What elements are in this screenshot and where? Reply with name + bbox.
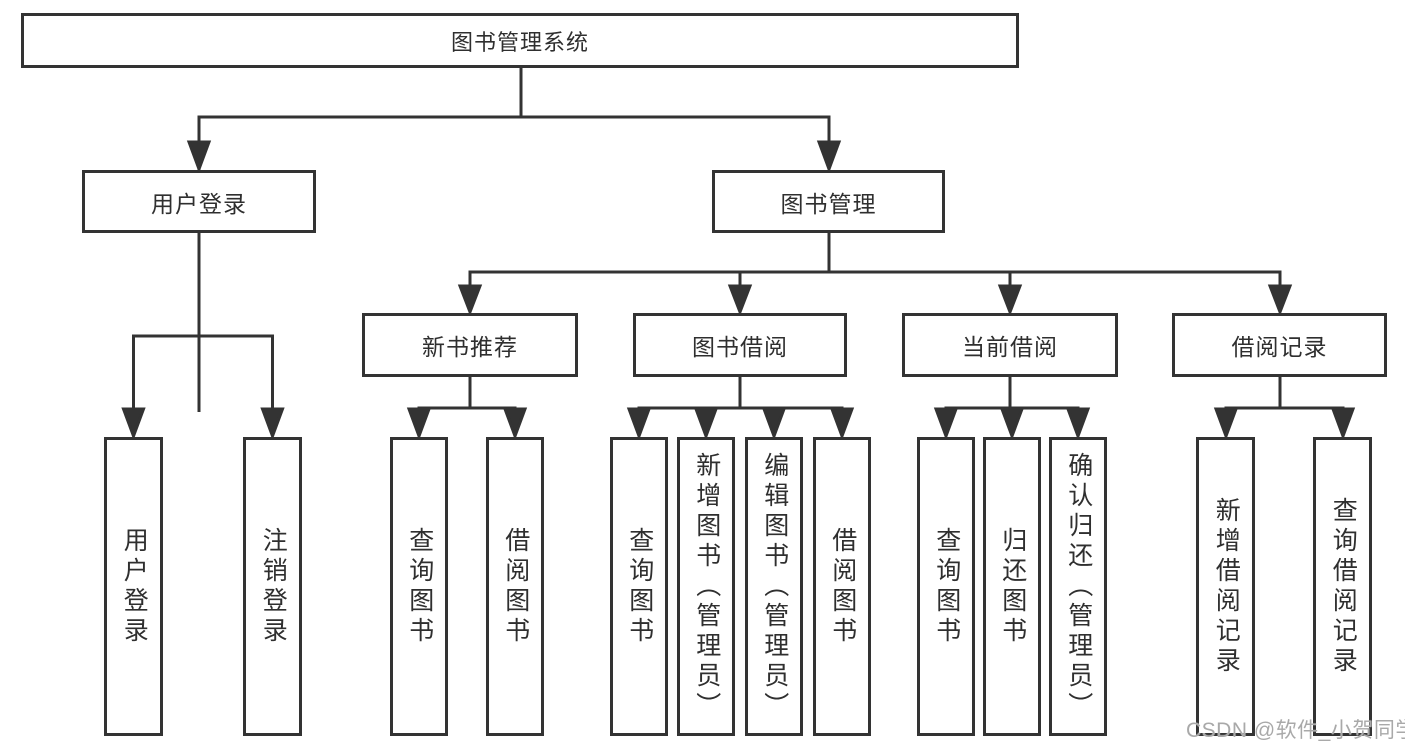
node-new-book-recommend: 新书推荐 — [362, 313, 578, 377]
leaf-user-login: 用户登录 — [104, 437, 163, 736]
csdn-watermark: CSDN @软件_小贺同学 — [1186, 719, 1405, 742]
leaf-recommend-query-books: 查询图书 — [390, 437, 448, 736]
leaf-borrow-books-label: 借阅图书 — [828, 526, 857, 647]
node-root-library-system: 图书管理系统 — [21, 13, 1019, 68]
connector-recommend-to-leaves — [406, 377, 528, 441]
leaf-add-borrow-record-label: 新增借阅记录 — [1212, 496, 1241, 677]
leaf-recommend-query-books-label: 查询图书 — [405, 526, 434, 647]
leaf-return-books: 归还图书 — [983, 437, 1041, 736]
leaf-add-books-admin-label: 新增图书（管理员） — [692, 451, 721, 722]
connector-records-to-leaves — [1213, 377, 1356, 441]
leaf-borrow-books: 借阅图书 — [813, 437, 871, 736]
leaf-query-borrow-record: 查询借阅记录 — [1313, 437, 1372, 736]
leaf-add-borrow-record: 新增借阅记录 — [1196, 437, 1255, 736]
node-book-management: 图书管理 — [712, 170, 945, 233]
leaf-confirm-return-admin-label: 确认归还（管理员） — [1064, 451, 1093, 722]
leaf-confirm-return-admin: 确认归还（管理员） — [1049, 437, 1107, 736]
leaf-recommend-borrow-books: 借阅图书 — [486, 437, 544, 736]
leaf-add-books-admin: 新增图书（管理员） — [677, 437, 735, 736]
connector-management-to-level3 — [457, 233, 1293, 317]
leaf-query-borrow-record-label: 查询借阅记录 — [1329, 496, 1358, 677]
node-current-borrow: 当前借阅 — [902, 313, 1118, 377]
leaf-borrow-query-books: 查询图书 — [610, 437, 668, 736]
leaf-recommend-borrow-books-label: 借阅图书 — [501, 526, 530, 647]
connector-login-to-leaves — [121, 233, 285, 441]
leaf-return-books-label: 归还图书 — [998, 526, 1027, 647]
leaf-user-login-label: 用户登录 — [120, 526, 149, 647]
leaf-edit-books-admin-label: 编辑图书（管理员） — [760, 451, 789, 722]
connector-root-to-level2 — [186, 68, 842, 412]
connector-borrow-to-leaves — [626, 377, 855, 441]
leaf-current-query-books: 查询图书 — [917, 437, 975, 736]
leaf-borrow-query-books-label: 查询图书 — [625, 526, 654, 647]
leaf-logout-label: 注销登录 — [259, 526, 288, 647]
node-borrow-records: 借阅记录 — [1172, 313, 1387, 377]
leaf-current-query-books-label: 查询图书 — [932, 526, 961, 647]
node-book-borrow: 图书借阅 — [633, 313, 847, 377]
leaf-edit-books-admin: 编辑图书（管理员） — [745, 437, 803, 736]
connector-current-to-leaves — [933, 377, 1091, 441]
node-user-login: 用户登录 — [82, 170, 316, 233]
leaf-logout: 注销登录 — [243, 437, 302, 736]
